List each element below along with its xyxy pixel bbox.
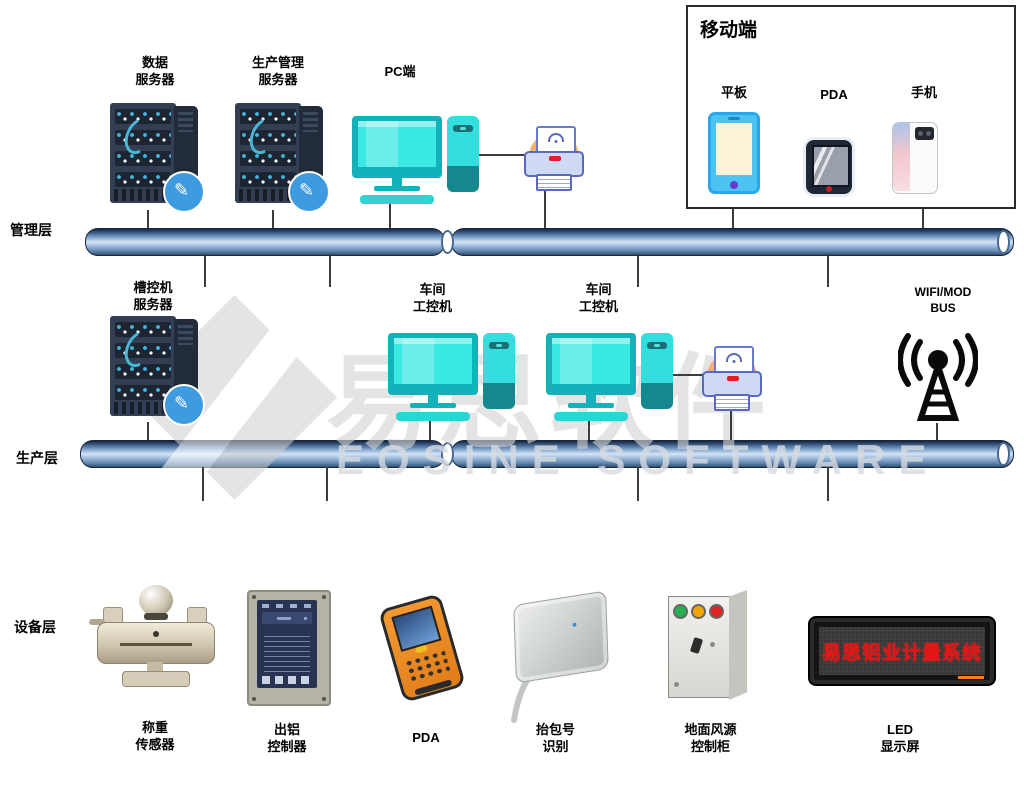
connector	[544, 189, 546, 228]
connector	[732, 205, 734, 228]
smartphone-icon	[892, 122, 938, 194]
production-layer-label: 生产层	[16, 450, 58, 466]
connector-stub	[637, 254, 639, 287]
red-light-icon	[709, 604, 724, 619]
management-bus-segment-1	[85, 228, 445, 256]
led-label: LED 显示屏	[880, 722, 920, 754]
wifi-icon	[726, 353, 742, 362]
server-icon	[110, 316, 205, 426]
connector	[936, 423, 938, 440]
production-bus-end-cap	[997, 442, 1010, 466]
desktop-computer-icon	[352, 116, 482, 206]
printer-icon	[524, 126, 584, 191]
connector-stub	[204, 254, 206, 287]
mobile-panel-title: 移动端	[700, 20, 758, 41]
rfid-label: 抬包号 识别	[535, 722, 575, 754]
potctrl-server-label: 槽控机 服务器	[133, 280, 173, 312]
desktop-computer-icon	[388, 333, 518, 425]
connector-stub	[326, 467, 328, 501]
led-display-icon: 易思铝业计量系统	[808, 616, 996, 686]
connector-stub	[637, 467, 639, 501]
connector	[730, 408, 732, 440]
pencil-badge-icon	[163, 171, 205, 213]
device-layer-label: 设备层	[14, 619, 56, 635]
green-light-icon	[673, 604, 688, 619]
ipc-printer-link	[669, 374, 703, 376]
tablet-icon	[708, 112, 760, 194]
yellow-light-icon	[691, 604, 706, 619]
control-cabinet-icon	[668, 590, 750, 700]
connector	[272, 210, 274, 228]
management-bus-end-cap	[997, 230, 1010, 254]
production-bus-segment-2	[451, 440, 1014, 468]
controller-box-icon	[247, 590, 331, 706]
connector	[147, 210, 149, 228]
mobile-panel: 移动端 平板 PDA 手机	[686, 5, 1016, 209]
air-cabinet-label: 地面风源 控制柜	[684, 722, 737, 754]
load-cell-label: 称重 传感器	[135, 720, 175, 752]
data-server-label: 数据 服务器	[135, 55, 175, 87]
wifi-modbus-label: WIFI/MOD BUS	[914, 285, 972, 315]
handheld-pda-icon	[378, 593, 466, 703]
connector	[922, 205, 924, 228]
load-cell-icon	[89, 585, 215, 690]
pencil-badge-icon	[163, 384, 205, 426]
connector-stub	[202, 467, 204, 501]
connector-stub	[827, 254, 829, 287]
workshop-ipc2-label: 车间 工控机	[578, 282, 618, 314]
pencil-badge-icon	[288, 171, 330, 213]
pda-device-label: PDA	[412, 730, 440, 745]
printer-icon	[702, 346, 762, 411]
desktop-computer-icon	[546, 333, 676, 425]
management-bus-joint	[441, 230, 454, 254]
connector	[588, 414, 590, 440]
server-icon	[235, 103, 330, 213]
management-layer-label: 管理层	[10, 222, 52, 238]
radio-tower-icon	[897, 330, 979, 430]
tapping-controller-label: 出铝 控制器	[267, 722, 307, 754]
server-icon	[110, 103, 205, 213]
production-bus-joint	[441, 442, 454, 466]
connector-stub	[827, 467, 829, 501]
phone-label: 手机	[910, 85, 937, 100]
pda-icon	[806, 140, 852, 194]
rfid-reader-icon	[500, 590, 615, 723]
led-screen-text: 易思铝业计量系统	[821, 642, 982, 664]
workshop-ipc1-label: 车间 工控机	[412, 282, 452, 314]
connector	[147, 422, 149, 440]
tablet-label: 平板	[720, 85, 747, 100]
wifi-icon	[548, 133, 564, 142]
connector	[389, 204, 391, 228]
management-bus-segment-2	[451, 228, 1014, 256]
pc-label: PC端	[384, 64, 416, 79]
connector	[429, 414, 431, 440]
connector-stub	[329, 254, 331, 287]
mobile-pda-label: PDA	[820, 87, 848, 102]
pc-printer-link	[479, 154, 525, 156]
mes-server-label: 生产管理 服务器	[251, 55, 304, 87]
